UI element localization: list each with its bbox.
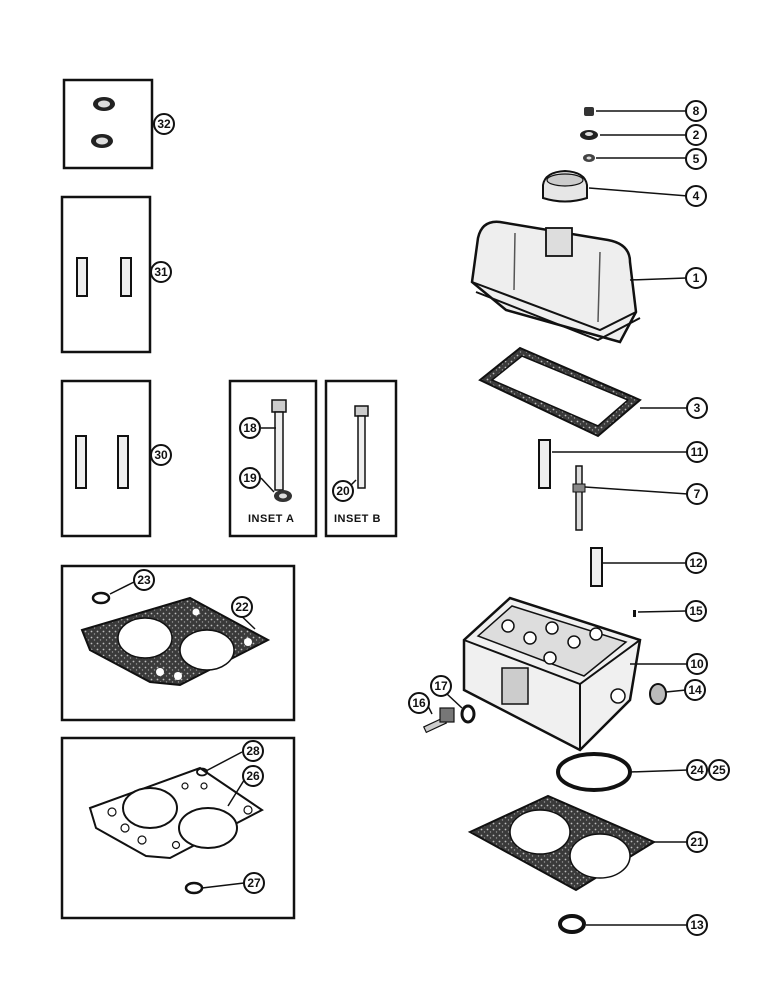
svg-text:10: 10 <box>690 657 704 671</box>
callout-7: 7 <box>686 483 708 505</box>
svg-text:7: 7 <box>694 487 701 501</box>
stud-7 <box>572 465 586 531</box>
inset-a-label: INSET A <box>248 513 295 525</box>
svg-text:13: 13 <box>690 918 704 932</box>
gasket-3 <box>478 346 642 438</box>
callout-20: 20 <box>332 480 354 502</box>
kit-box-30 <box>60 379 152 538</box>
inset-b-label: INSET B <box>334 513 381 525</box>
callout-12: 12 <box>685 552 707 574</box>
plug-14 <box>649 683 667 705</box>
svg-text:14: 14 <box>688 683 702 697</box>
svg-text:24: 24 <box>690 763 704 777</box>
cylinder-head-10 <box>462 596 642 752</box>
svg-text:25: 25 <box>712 763 726 777</box>
callout-11: 11 <box>686 441 708 463</box>
svg-text:16: 16 <box>412 696 426 710</box>
inset-a-box <box>228 379 318 538</box>
callout-23: 23 <box>133 569 155 591</box>
svg-text:28: 28 <box>246 744 260 758</box>
callout-27: 27 <box>243 872 265 894</box>
valve-cover-1 <box>470 220 641 344</box>
svg-text:22: 22 <box>235 600 249 614</box>
ring-24-25 <box>556 752 632 792</box>
gasket-21 <box>467 794 657 892</box>
washer-17 <box>460 704 476 724</box>
callout-3: 3 <box>686 397 708 419</box>
svg-text:17: 17 <box>434 679 448 693</box>
callout-32: 32 <box>153 113 175 135</box>
tube-12 <box>590 547 603 587</box>
callout-26: 26 <box>242 765 264 787</box>
washer-5 <box>580 130 598 140</box>
callout-leaders <box>109 110 689 926</box>
callout-24: 24 <box>686 759 708 781</box>
callout-22: 22 <box>231 596 253 618</box>
svg-text:20: 20 <box>336 484 350 498</box>
nut-8 <box>584 107 594 116</box>
callout-1: 1 <box>685 267 707 289</box>
svg-text:19: 19 <box>243 471 257 485</box>
svg-text:12: 12 <box>689 556 703 570</box>
callout-13: 13 <box>686 914 708 936</box>
callout-5: 2 <box>685 124 707 146</box>
callout-31: 31 <box>150 261 172 283</box>
callout-2: 4 <box>685 185 707 207</box>
seal-4 <box>583 154 595 162</box>
svg-text:18: 18 <box>243 421 257 435</box>
fitting-16 <box>422 707 455 734</box>
kit-box-31 <box>60 195 152 354</box>
callout-18: 18 <box>239 417 261 439</box>
callout-30: 30 <box>150 444 172 466</box>
tube-11 <box>538 439 551 489</box>
callout-25: 25 <box>708 759 730 781</box>
svg-text:1: 1 <box>693 271 700 285</box>
callout-14: 14 <box>684 679 706 701</box>
callout-21: 21 <box>686 831 708 853</box>
gasket-box-22 <box>60 564 296 722</box>
svg-text:15: 15 <box>689 604 703 618</box>
callout-10: 10 <box>686 653 708 675</box>
seal-13 <box>558 914 586 934</box>
callout-4: 5 <box>685 148 707 170</box>
svg-text:11: 11 <box>691 445 704 459</box>
svg-text:5: 5 <box>693 152 700 166</box>
callout-17: 17 <box>430 675 452 697</box>
kit-box-32 <box>62 78 154 170</box>
svg-text:27: 27 <box>247 876 261 890</box>
svg-text:30: 30 <box>154 448 168 462</box>
svg-text:21: 21 <box>690 835 704 849</box>
svg-text:26: 26 <box>246 769 260 783</box>
svg-text:32: 32 <box>157 117 171 131</box>
inset-b-box <box>324 379 398 538</box>
cap-2 <box>542 169 588 203</box>
callout-15: 15 <box>685 600 707 622</box>
svg-text:2: 2 <box>693 128 700 142</box>
callout-28: 28 <box>242 740 264 762</box>
callout-8: 8 <box>685 100 707 122</box>
callout-16: 16 <box>408 692 430 714</box>
svg-text:4: 4 <box>693 189 700 203</box>
pin-15 <box>633 610 636 617</box>
svg-text:8: 8 <box>693 104 700 118</box>
svg-text:23: 23 <box>137 573 151 587</box>
svg-text:31: 31 <box>154 265 168 279</box>
callout-19: 19 <box>239 467 261 489</box>
svg-text:3: 3 <box>694 401 701 415</box>
